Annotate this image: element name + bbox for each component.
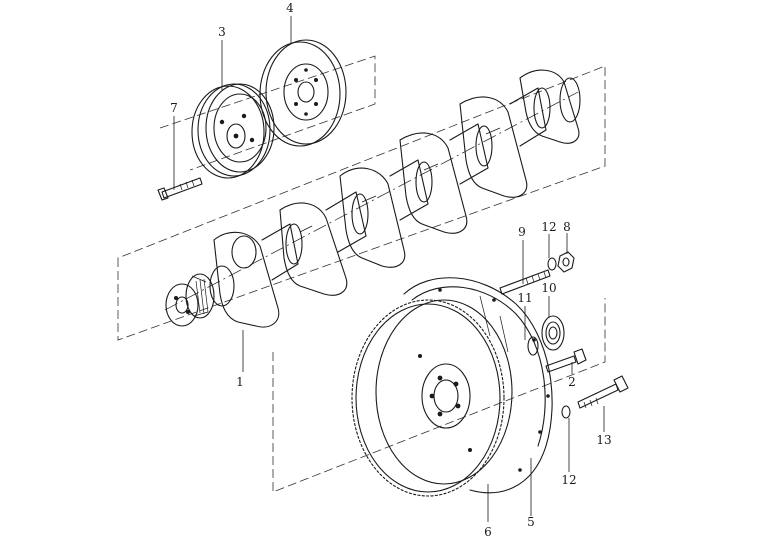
flywheel-housing	[403, 277, 553, 494]
callout-8: 8	[563, 220, 571, 234]
callout-12-lower: 12	[561, 473, 576, 487]
callout-labels: 1 2 3 4 5 6 7 8 9 10 11 12 12 13	[170, 1, 611, 539]
crankshaft	[164, 69, 581, 328]
crankshaft-boundary	[117, 65, 606, 341]
callout-11: 11	[517, 291, 532, 305]
hex-nut	[557, 251, 575, 273]
callout-10: 10	[541, 281, 556, 295]
leader-lines	[173, 16, 605, 522]
flywheel-stud	[499, 269, 551, 295]
callout-9: 9	[518, 225, 526, 239]
flywheel-bolt	[545, 348, 587, 373]
callout-13: 13	[596, 433, 611, 447]
pilot-bearing	[541, 315, 565, 351]
pulley-bolt	[157, 177, 203, 201]
crank-pulley	[191, 83, 275, 179]
callout-12-upper: 12	[541, 220, 556, 234]
lock-washer-upper	[547, 257, 557, 271]
spacer-ring	[527, 336, 539, 356]
flywheel-boundary	[272, 298, 606, 493]
callout-2: 2	[568, 375, 576, 389]
callout-5: 5	[527, 515, 535, 529]
callout-1: 1	[236, 375, 244, 389]
callout-7: 7	[170, 101, 178, 115]
housing-bolt	[577, 375, 629, 409]
vibration-damper	[259, 39, 347, 147]
callout-6: 6	[484, 525, 492, 539]
lock-washer-lower	[561, 405, 571, 419]
flywheel-ring-gear	[351, 299, 513, 497]
callout-3: 3	[218, 25, 226, 39]
callout-4: 4	[286, 1, 294, 15]
pulley-boundary	[159, 55, 376, 171]
